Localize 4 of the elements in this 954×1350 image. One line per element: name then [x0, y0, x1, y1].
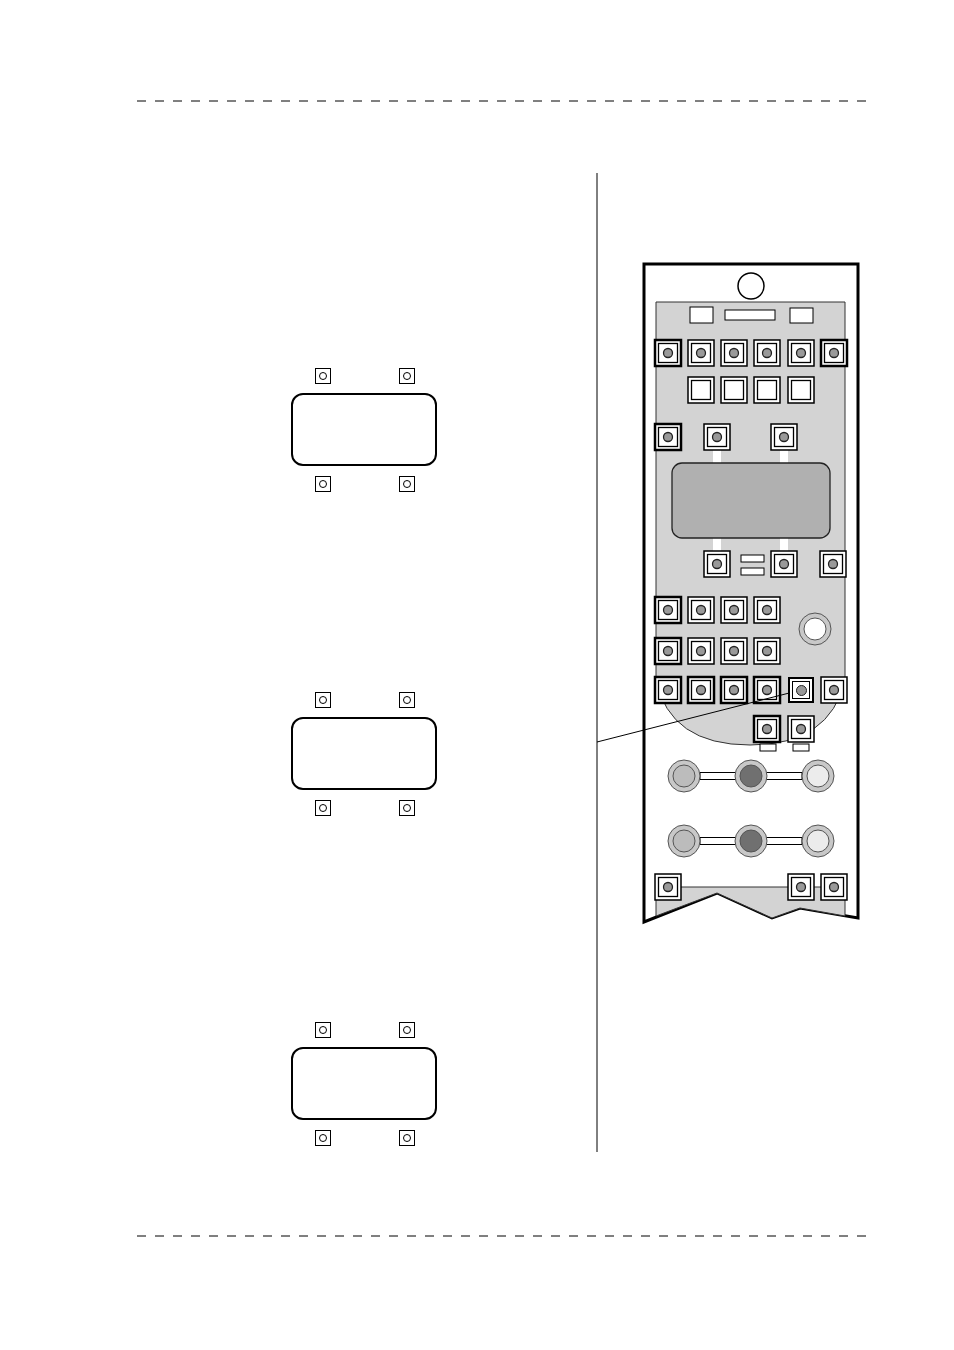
- display-box: [291, 717, 437, 790]
- display-box: [291, 1047, 437, 1120]
- display-box: [291, 393, 437, 466]
- key-button: [788, 677, 814, 703]
